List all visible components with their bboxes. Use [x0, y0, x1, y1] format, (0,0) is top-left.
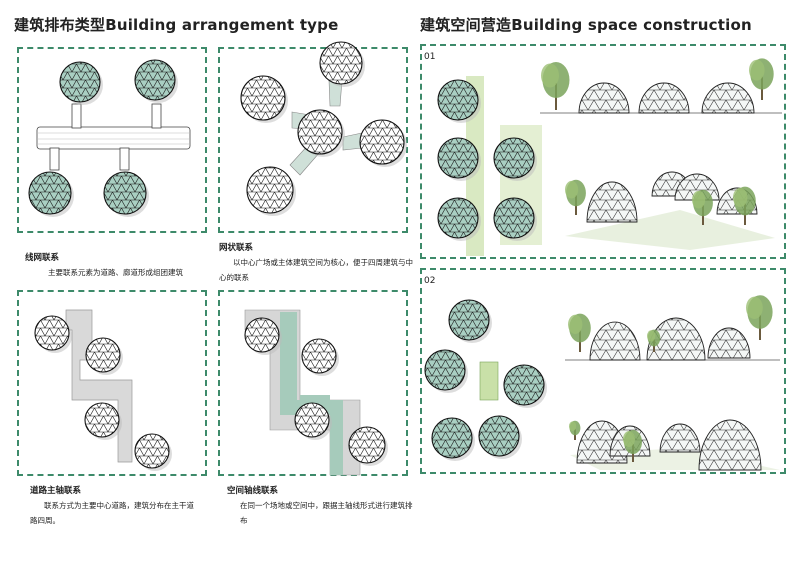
dome-plan-01-3	[437, 197, 481, 241]
dome-mesh-network-1	[240, 75, 288, 123]
dome-perspective-01-1	[586, 181, 638, 223]
caption-body-road-axis: 联系方式为主要中心道路，建筑分布在主干道路四周。	[30, 501, 194, 525]
road-axis-plan	[65, 309, 133, 463]
dome-elevation-02-1	[589, 321, 641, 361]
dome-perspective-02-4	[698, 419, 762, 471]
dome-line-network-1	[59, 61, 103, 105]
dome-plan-02-4	[431, 417, 475, 461]
plan-02-central-lawn	[479, 361, 499, 401]
caption-title-space-axis: 空间轴线联系	[227, 486, 279, 496]
dome-elevation-02-2	[646, 317, 706, 361]
tree-3	[565, 179, 586, 215]
dome-elevation-02-3	[707, 327, 751, 359]
space-construction-section-title: 建筑空间营造Building space construction	[420, 16, 752, 34]
arrangement-section-title: 建筑排布类型Building arrangement type	[14, 16, 339, 34]
caption-body-space-axis: 在同一个场地或空间中，跟据主轴线形式进行建筑排布	[240, 501, 413, 525]
tree-1	[541, 62, 570, 110]
dome-plan-02-1	[448, 299, 492, 343]
caption-title-road-axis: 道路主轴联系	[30, 486, 82, 496]
dome-plan-01-5	[493, 197, 537, 241]
dome-plan-02-5	[478, 415, 522, 459]
dome-space-axis-2	[301, 338, 339, 376]
dome-line-network-2	[134, 59, 178, 103]
dome-plan-01-2	[437, 137, 481, 181]
dome-road-axis-1	[34, 315, 72, 353]
tree-8	[746, 295, 773, 340]
panel-number-01: 01	[424, 52, 436, 62]
elevation-ground-lines	[540, 112, 782, 470]
caption-body-line-network: 主要联系元素为道路、廊道形成组团建筑	[48, 268, 183, 277]
dome-plan-02-3	[503, 364, 547, 408]
dome-space-axis-3	[294, 402, 332, 440]
tree-9	[623, 430, 642, 462]
tree-7	[647, 329, 661, 352]
dome-road-axis-2	[85, 337, 123, 375]
dome-space-axis-4	[348, 426, 388, 466]
caption-body-mesh-network: 以中心广场或主体建筑空间为核心，便于四周建筑与中心的联系	[219, 258, 413, 282]
dome-layer	[28, 41, 762, 471]
dome-mesh-network-5	[297, 109, 345, 157]
dome-line-network-4	[103, 171, 149, 217]
caption-title-line-network: 线网联系	[25, 253, 60, 263]
tree-10	[569, 420, 581, 440]
dome-space-axis-1	[244, 317, 282, 355]
dome-perspective-02-3	[659, 423, 701, 453]
dome-mesh-network-4	[246, 166, 296, 216]
caption-title-mesh-network: 网状联系	[219, 243, 254, 253]
tree-6	[568, 313, 591, 352]
dome-elevation-01-1	[578, 82, 630, 114]
dome-mesh-network-2	[319, 41, 365, 87]
dome-elevation-01-2	[638, 82, 690, 114]
dome-plan-02-2	[424, 349, 468, 393]
dome-plan-01-4	[493, 137, 537, 181]
tree-4	[692, 189, 713, 225]
dome-road-axis-4	[134, 433, 172, 471]
panel-number-02: 02	[424, 276, 436, 286]
dome-elevation-01-3	[701, 82, 755, 114]
dome-line-network-3	[28, 171, 74, 217]
tree-layer	[541, 58, 774, 462]
line-network-plan	[36, 103, 191, 171]
dome-plan-01-1	[437, 79, 481, 123]
dome-perspective-02-1	[576, 420, 628, 464]
tree-2	[749, 58, 774, 100]
tree-5	[733, 186, 756, 225]
dome-mesh-network-3	[359, 119, 407, 167]
dome-road-axis-3	[84, 402, 122, 440]
